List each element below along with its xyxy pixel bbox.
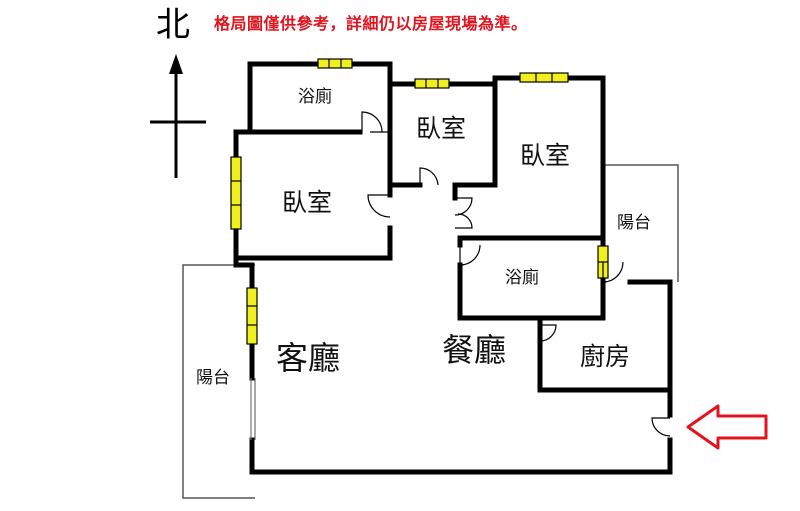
room-living: 客廳 [276, 339, 341, 377]
room-bathroom-lower: 浴廁 [505, 268, 539, 288]
room-bathroom-top: 浴廁 [298, 87, 332, 107]
room-bedroom-left: 臥室 [282, 188, 333, 217]
room-bedroom-middle: 臥室 [416, 114, 467, 143]
room-dining: 餐廳 [442, 331, 507, 369]
disclaimer-notice: 格局圖僅供參考，詳細仍以房屋現場為準。 [214, 14, 528, 33]
room-balcony-right: 陽台 [617, 213, 651, 233]
north-arrow-icon [150, 54, 206, 178]
room-kitchen: 廚房 [580, 342, 631, 371]
room-balcony-left: 陽台 [196, 368, 230, 388]
north-label: 北 [156, 5, 190, 45]
entrance-arrow-icon [686, 404, 768, 450]
balcony-outlines [182, 164, 679, 499]
doors [250, 111, 671, 440]
room-bedroom-right: 臥室 [520, 141, 571, 170]
